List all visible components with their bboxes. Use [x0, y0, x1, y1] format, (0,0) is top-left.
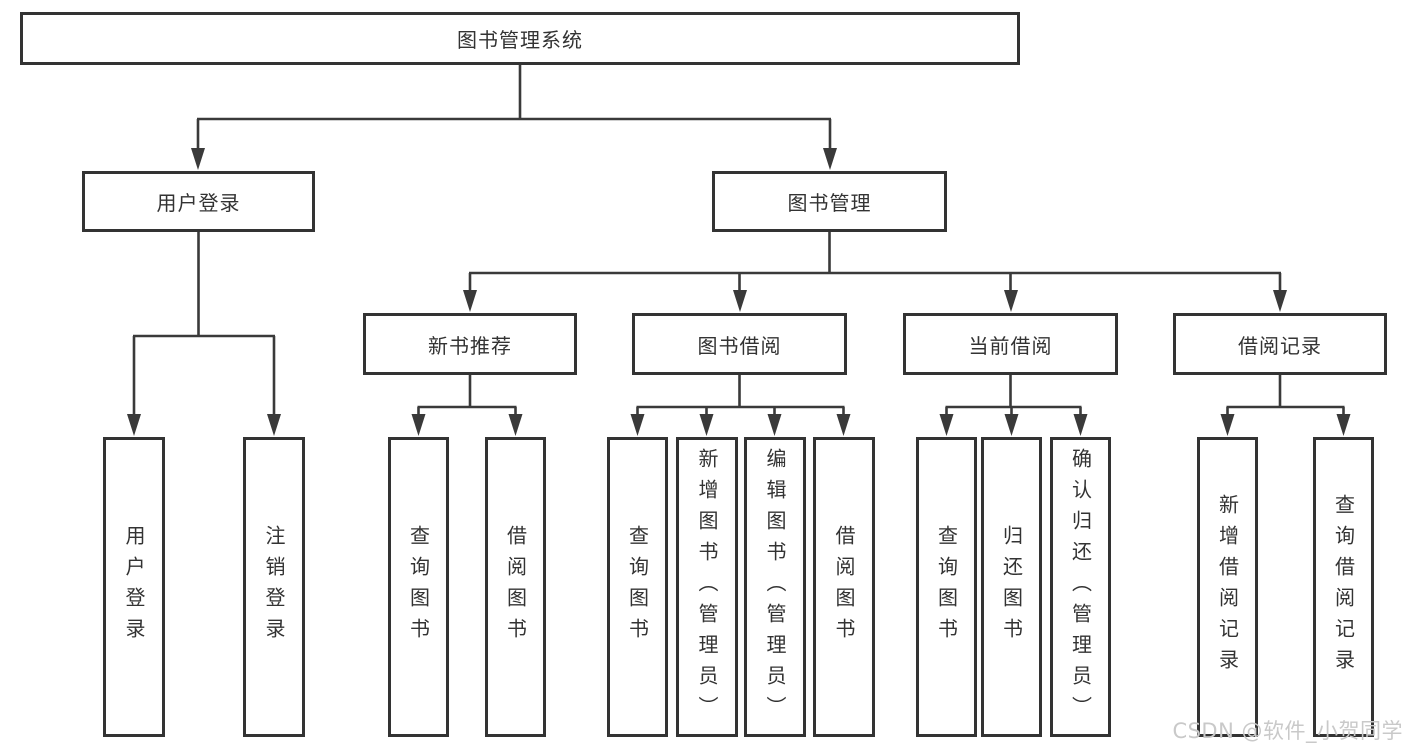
leaf-current-query-books: 查询图书: [916, 437, 977, 737]
node-book-management-label: 图书管理: [787, 191, 872, 215]
leaf-current-return-books-label: 归还图书: [999, 525, 1024, 649]
node-current-borrow-label: 当前借阅: [968, 333, 1053, 358]
leaf-user-login: 用户登录: [103, 437, 165, 737]
leaf-current-query-books-label: 查询图书: [934, 525, 959, 649]
csdn-watermark: CSDN @软件_小贺同学: [1172, 719, 1403, 743]
leaf-logout-label: 注销登录: [262, 525, 286, 649]
node-book-borrow-label: 图书借阅: [697, 333, 782, 358]
leaf-newrec-borrow-books: 借阅图书: [485, 437, 546, 737]
leaf-borrow-edit-books-admin-label: 编辑图书（管理员）: [763, 447, 787, 727]
leaf-records-query-record-label: 查询借阅记录: [1331, 494, 1356, 680]
leaf-borrow-borrow-books: 借阅图书: [813, 437, 875, 737]
leaf-borrow-query-books: 查询图书: [607, 437, 668, 737]
connector-line-path: [132, 65, 1345, 416]
leaf-newrec-borrow-books-label: 借阅图书: [503, 525, 528, 649]
leaf-borrow-borrow-books-label: 借阅图书: [832, 525, 856, 649]
leaf-records-add-record: 新增借阅记录: [1197, 437, 1258, 737]
leaf-borrow-add-books-admin-label: 新增图书（管理员）: [695, 447, 719, 727]
leaf-borrow-query-books-label: 查询图书: [625, 525, 650, 649]
leaf-logout: 注销登录: [243, 437, 305, 737]
leaf-current-confirm-return-admin-label: 确认归还（管理员）: [1068, 447, 1093, 727]
node-borrow-records: 借阅记录: [1173, 313, 1387, 375]
connector-arrowheads: [127, 148, 1351, 436]
leaf-current-return-books: 归还图书: [981, 437, 1042, 737]
leaf-records-query-record: 查询借阅记录: [1313, 437, 1374, 737]
node-new-book-recommend-label: 新书推荐: [428, 333, 512, 358]
node-borrow-records-label: 借阅记录: [1238, 333, 1322, 358]
leaf-records-add-record-label: 新增借阅记录: [1215, 494, 1240, 680]
node-current-borrow: 当前借阅: [903, 313, 1118, 375]
node-root-library-system: 图书管理系统: [20, 12, 1020, 65]
node-book-borrow: 图书借阅: [632, 313, 847, 375]
leaf-borrow-add-books-admin: 新增图书（管理员）: [676, 437, 738, 737]
leaf-user-login-label: 用户登录: [122, 525, 146, 649]
node-root-library-system-label: 图书管理系统: [457, 28, 583, 52]
leaf-newrec-query-books: 查询图书: [388, 437, 449, 737]
leaf-borrow-edit-books-admin: 编辑图书（管理员）: [744, 437, 806, 737]
node-user-login: 用户登录: [82, 171, 315, 232]
node-new-book-recommend: 新书推荐: [363, 313, 577, 375]
leaf-newrec-query-books-label: 查询图书: [406, 525, 431, 649]
node-book-management: 图书管理: [712, 171, 947, 232]
node-user-login-label: 用户登录: [156, 191, 241, 215]
leaf-current-confirm-return-admin: 确认归还（管理员）: [1050, 437, 1111, 737]
